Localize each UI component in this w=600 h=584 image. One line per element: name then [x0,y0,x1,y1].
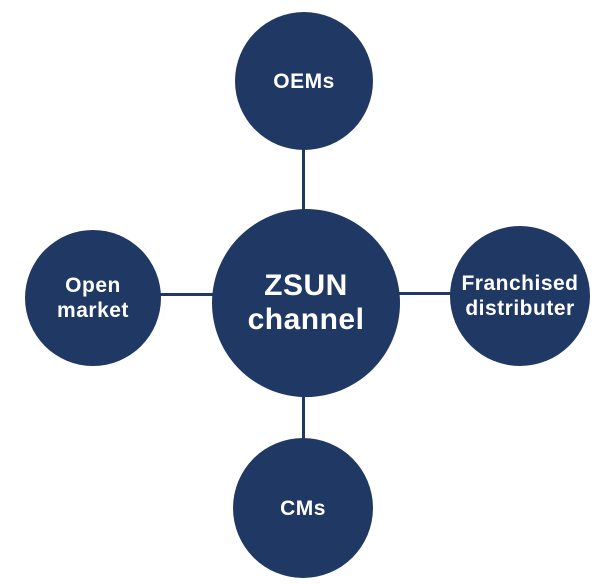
node-zsun-channel-label-line1: ZSUN [264,269,348,302]
node-franchised-distributer: Franchised distributer [450,226,590,366]
connector-center-to-cms [302,303,305,508]
node-zsun-channel-label-line2: channel [247,303,365,336]
connector-center-to-open-market [93,293,306,296]
connector-center-to-franchised-distributer [306,292,520,295]
node-oems-label: OEMs [273,69,335,93]
node-franchised-distributer-label-line1: Franchised [461,272,579,295]
connector-center-to-oems [302,81,305,303]
node-cms: CMs [233,438,373,578]
node-open-market-label-line1: Open [65,274,121,297]
node-open-market: Open market [25,230,161,366]
node-zsun-channel: ZSUN channel [212,209,400,397]
node-cms-label: CMs [280,496,326,520]
node-oems: OEMs [235,12,373,150]
node-franchised-distributer-label-line2: distributer [465,297,575,320]
node-open-market-label-line2: market [57,299,129,322]
